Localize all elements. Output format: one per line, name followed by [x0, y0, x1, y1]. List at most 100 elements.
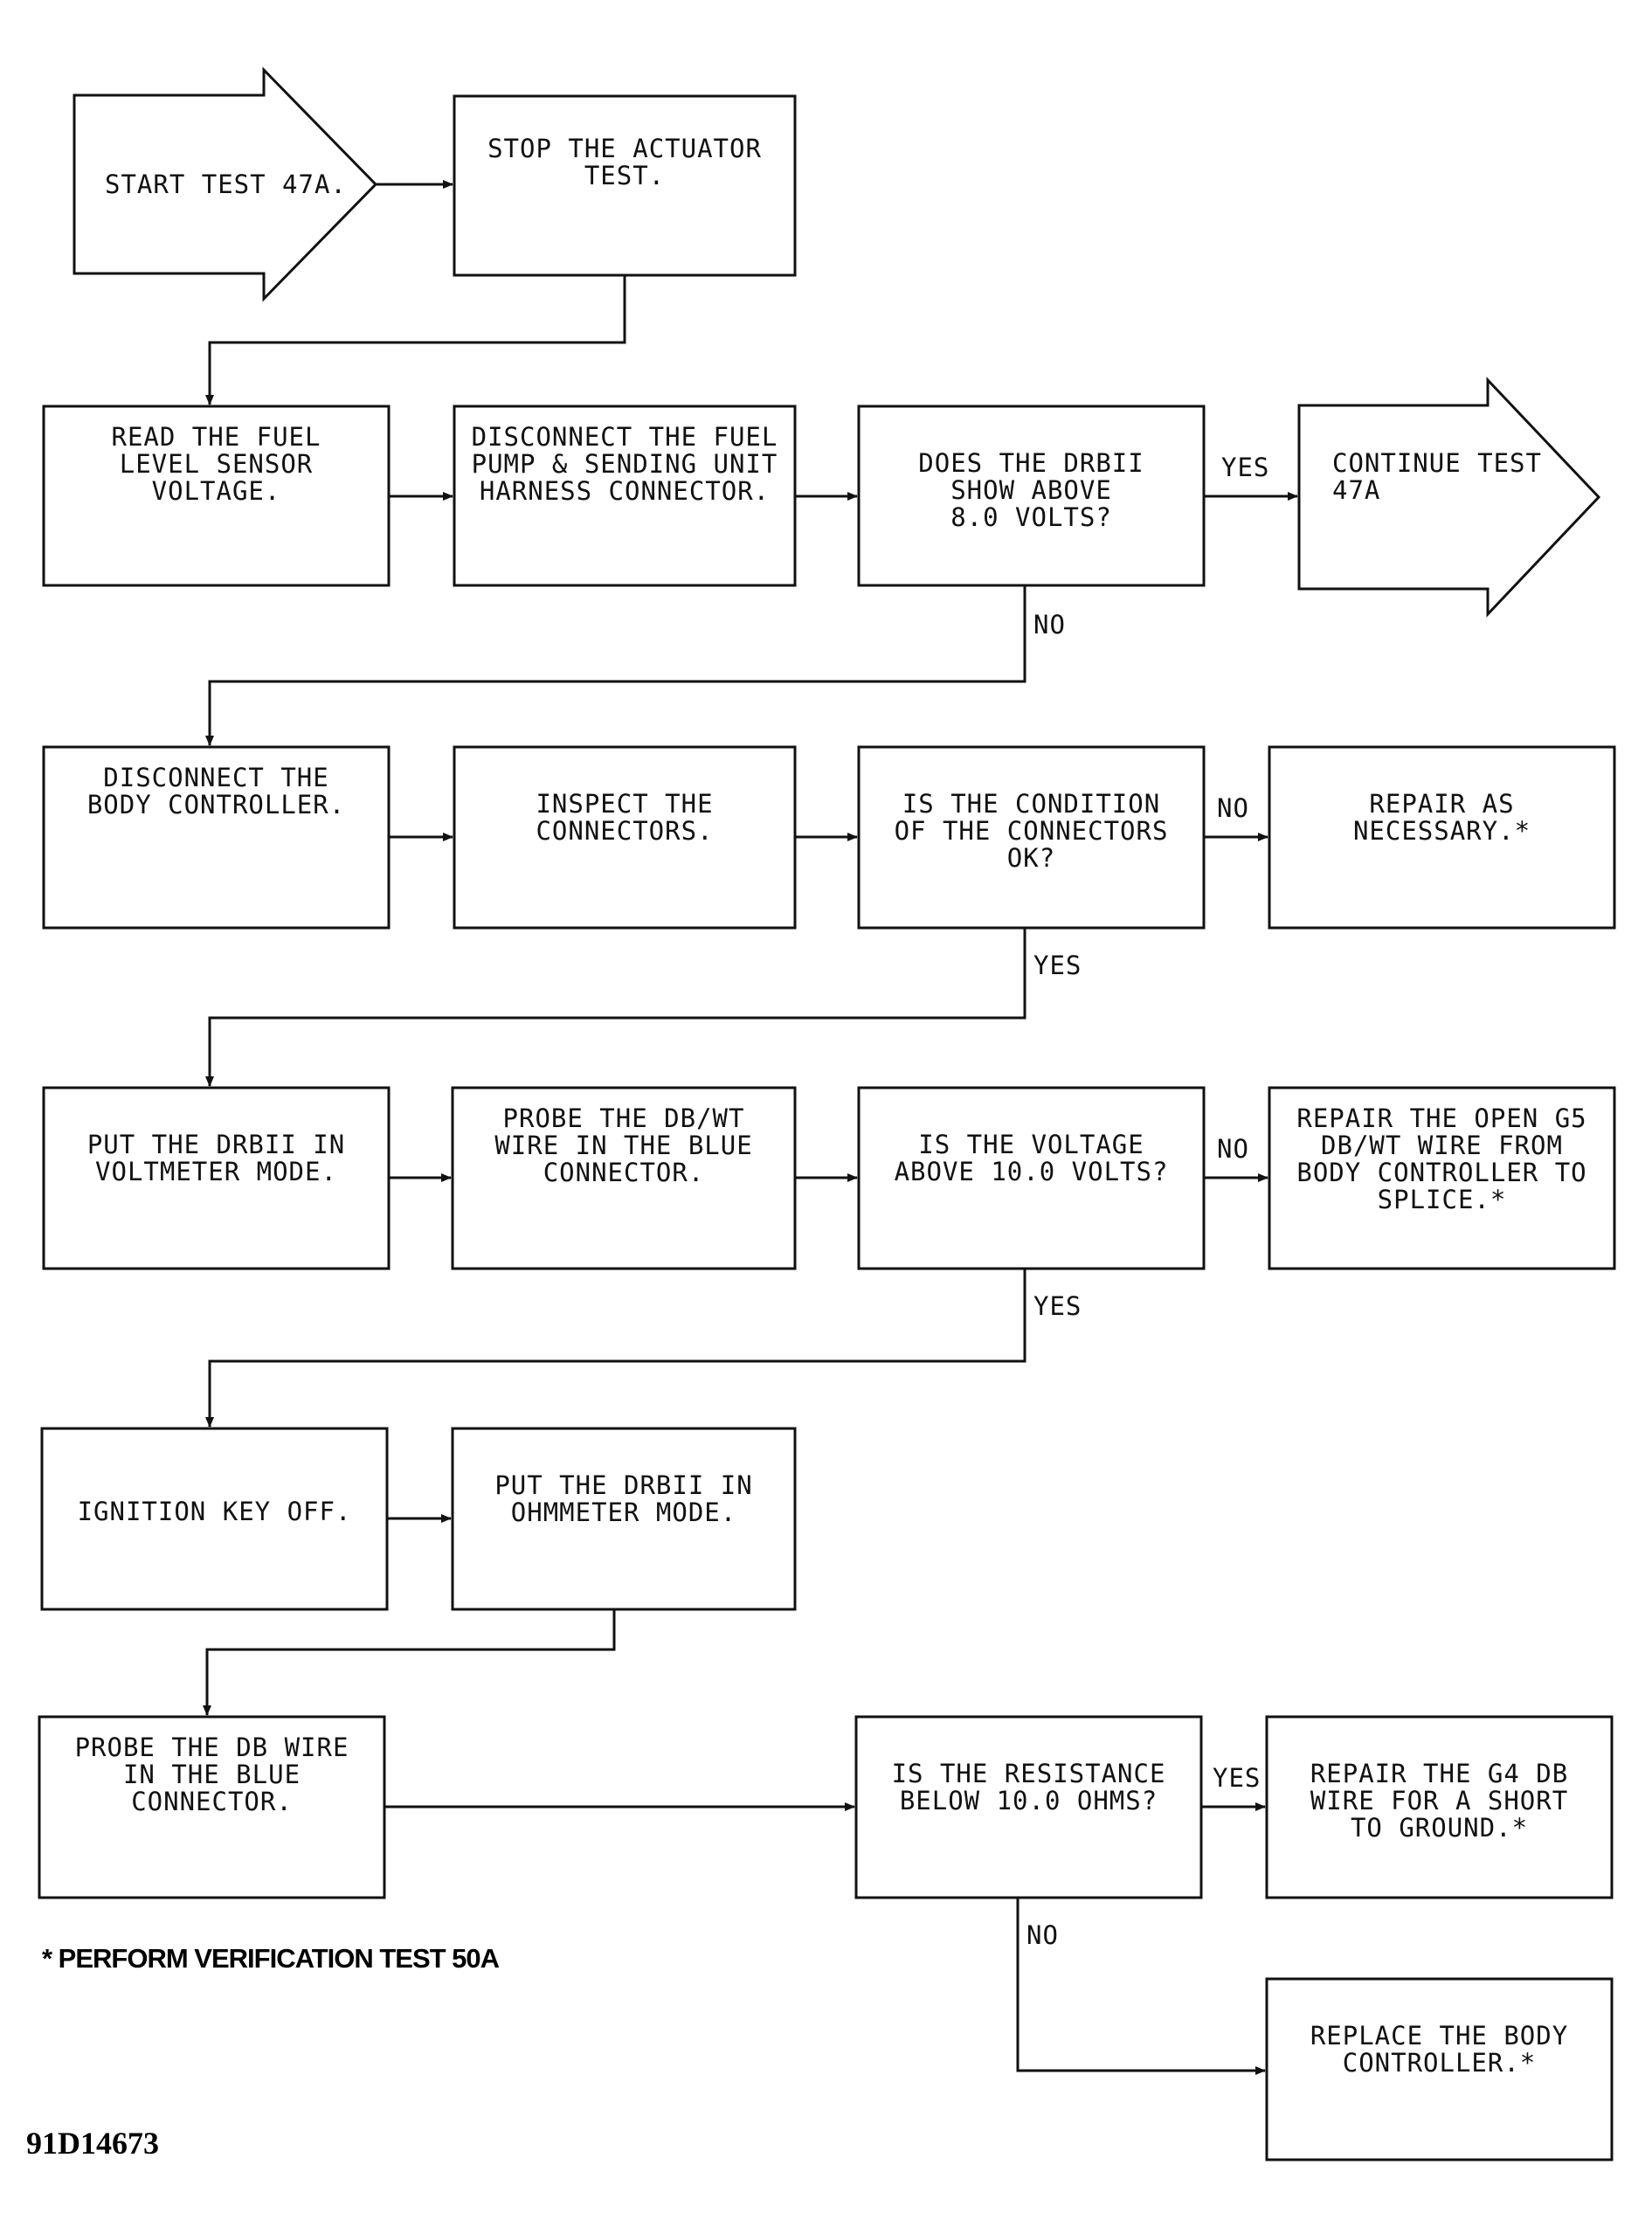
box-shape — [1265, 1715, 1614, 1899]
node-text-line: CONNECTOR. — [543, 1158, 705, 1187]
node-text-line: CONTINUE TEST — [1332, 448, 1542, 478]
node-text-line: REPAIR THE OPEN G5 — [1296, 1103, 1586, 1133]
box-shape — [42, 1086, 391, 1270]
node-text-line: PUMP & SENDING UNIT — [472, 449, 778, 479]
footnote: * PERFORM VERIFICATION TEST 50A — [42, 1943, 500, 1974]
node-text-line: BELOW 10.0 OHMS? — [900, 1786, 1158, 1816]
edge-label-yes-resistance: YES — [1213, 1763, 1261, 1793]
box-shape — [42, 745, 391, 930]
node-text-line: IS THE VOLTAGE — [918, 1130, 1144, 1159]
node-text-line: START TEST 47A. — [105, 169, 347, 199]
node-text-line: PROBE THE DB/WT — [503, 1103, 745, 1133]
box-shape — [857, 745, 1206, 930]
box-shape — [453, 94, 797, 277]
node-text-line: TO GROUND.* — [1351, 1813, 1528, 1843]
edge-stop-to-read — [205, 275, 626, 405]
box-shape — [42, 405, 391, 587]
node-text-line: HARNESS CONNECTOR. — [480, 476, 770, 506]
node-text-line: DISCONNECT THE — [103, 763, 328, 792]
node-text-line: REPLACE THE BODY — [1310, 2021, 1568, 2051]
node-ignition-off: IGNITION KEY OFF. — [40, 1427, 389, 1611]
node-text-line: DB/WT WIRE FROM — [1321, 1131, 1563, 1160]
box-shape — [38, 1715, 386, 1899]
edge-ohmmeter-to-probe-db — [203, 1609, 616, 1716]
edge-resistance-no-to-replace — [1016, 1898, 1266, 2075]
box-shape — [854, 1715, 1203, 1899]
node-text-line: IS THE RESISTANCE — [892, 1759, 1166, 1788]
node-text-line: SHOW ABOVE — [950, 475, 1112, 505]
arrow-shape — [73, 66, 378, 302]
node-text-line: NECESSARY.* — [1353, 816, 1531, 846]
node-text-line: READ THE FUEL — [112, 422, 321, 452]
node-text-line: BODY CONTROLLER. — [87, 790, 345, 820]
box-shape — [453, 405, 797, 587]
node-text-line: IS THE CONDITION — [902, 789, 1160, 819]
node-text-line: ABOVE 10.0 VOLTS? — [895, 1157, 1169, 1186]
edge-condition-yes-to-voltmeter — [205, 928, 1026, 1087]
box-shape — [451, 1427, 797, 1611]
node-text-line: OF THE CONNECTORS — [895, 816, 1169, 846]
node-text-line: VOLTMETER MODE. — [95, 1157, 337, 1186]
edge-label-no-above-10: NO — [1217, 1134, 1249, 1164]
figure-id: 91D14673 — [26, 2126, 159, 2161]
node-text-line: PROBE THE DB WIRE — [75, 1733, 349, 1762]
edge-label-no-condition: NO — [1217, 793, 1249, 823]
node-text-line: PUT THE DRBII IN — [494, 1470, 752, 1500]
node-text-line: OK? — [1007, 843, 1055, 873]
node-text-line: IGNITION KEY OFF. — [78, 1497, 352, 1526]
node-text-line: TEST. — [584, 161, 665, 190]
node-text-line: BODY CONTROLLER TO — [1296, 1158, 1586, 1187]
box-shape — [40, 1427, 389, 1611]
node-text-line: SPLICE.* — [1378, 1185, 1507, 1214]
node-text-line: WIRE IN THE BLUE — [494, 1131, 752, 1160]
node-text-line: STOP THE ACTUATOR — [487, 134, 762, 163]
box-shape — [857, 405, 1206, 587]
box-shape — [1268, 1086, 1616, 1270]
arrow-shape — [1297, 377, 1601, 618]
node-text-line: CONTROLLER.* — [1343, 2048, 1537, 2078]
box-shape — [451, 1086, 797, 1270]
node-text-line: CONNECTORS. — [536, 816, 713, 846]
node-text-line: CONNECTOR. — [131, 1787, 293, 1816]
node-text-line: DISCONNECT THE FUEL — [472, 422, 778, 452]
edge-no-to-disconnect-body — [205, 585, 1026, 746]
node-start: START TEST 47A. — [73, 66, 378, 302]
node-text-line: 47A — [1332, 475, 1380, 505]
node-text-line: 8.0 VOLTS? — [950, 502, 1112, 532]
node-text-line: REPAIR THE G4 DB — [1310, 1759, 1568, 1788]
box-shape — [857, 1086, 1206, 1270]
box-shape — [1265, 1977, 1614, 2161]
edge-label-yes-above-10: YES — [1033, 1291, 1082, 1321]
edge-label-yes-continue: YES — [1221, 453, 1269, 482]
node-text-line: DOES THE DRBII — [918, 448, 1144, 478]
node-text-line: INSPECT THE — [536, 789, 713, 819]
node-text-line: WIRE FOR A SHORT — [1310, 1786, 1568, 1816]
node-text-line: PUT THE DRBII IN — [87, 1130, 345, 1159]
node-text-line: VOLTAGE. — [152, 476, 281, 506]
edge-label-no-resistance: NO — [1026, 1920, 1059, 1950]
edge-label-yes-condition: YES — [1033, 951, 1082, 980]
node-text-line: OHMMETER MODE. — [511, 1497, 736, 1527]
node-text-line: IN THE BLUE — [123, 1760, 301, 1789]
node-text-line: REPAIR AS — [1369, 789, 1514, 819]
